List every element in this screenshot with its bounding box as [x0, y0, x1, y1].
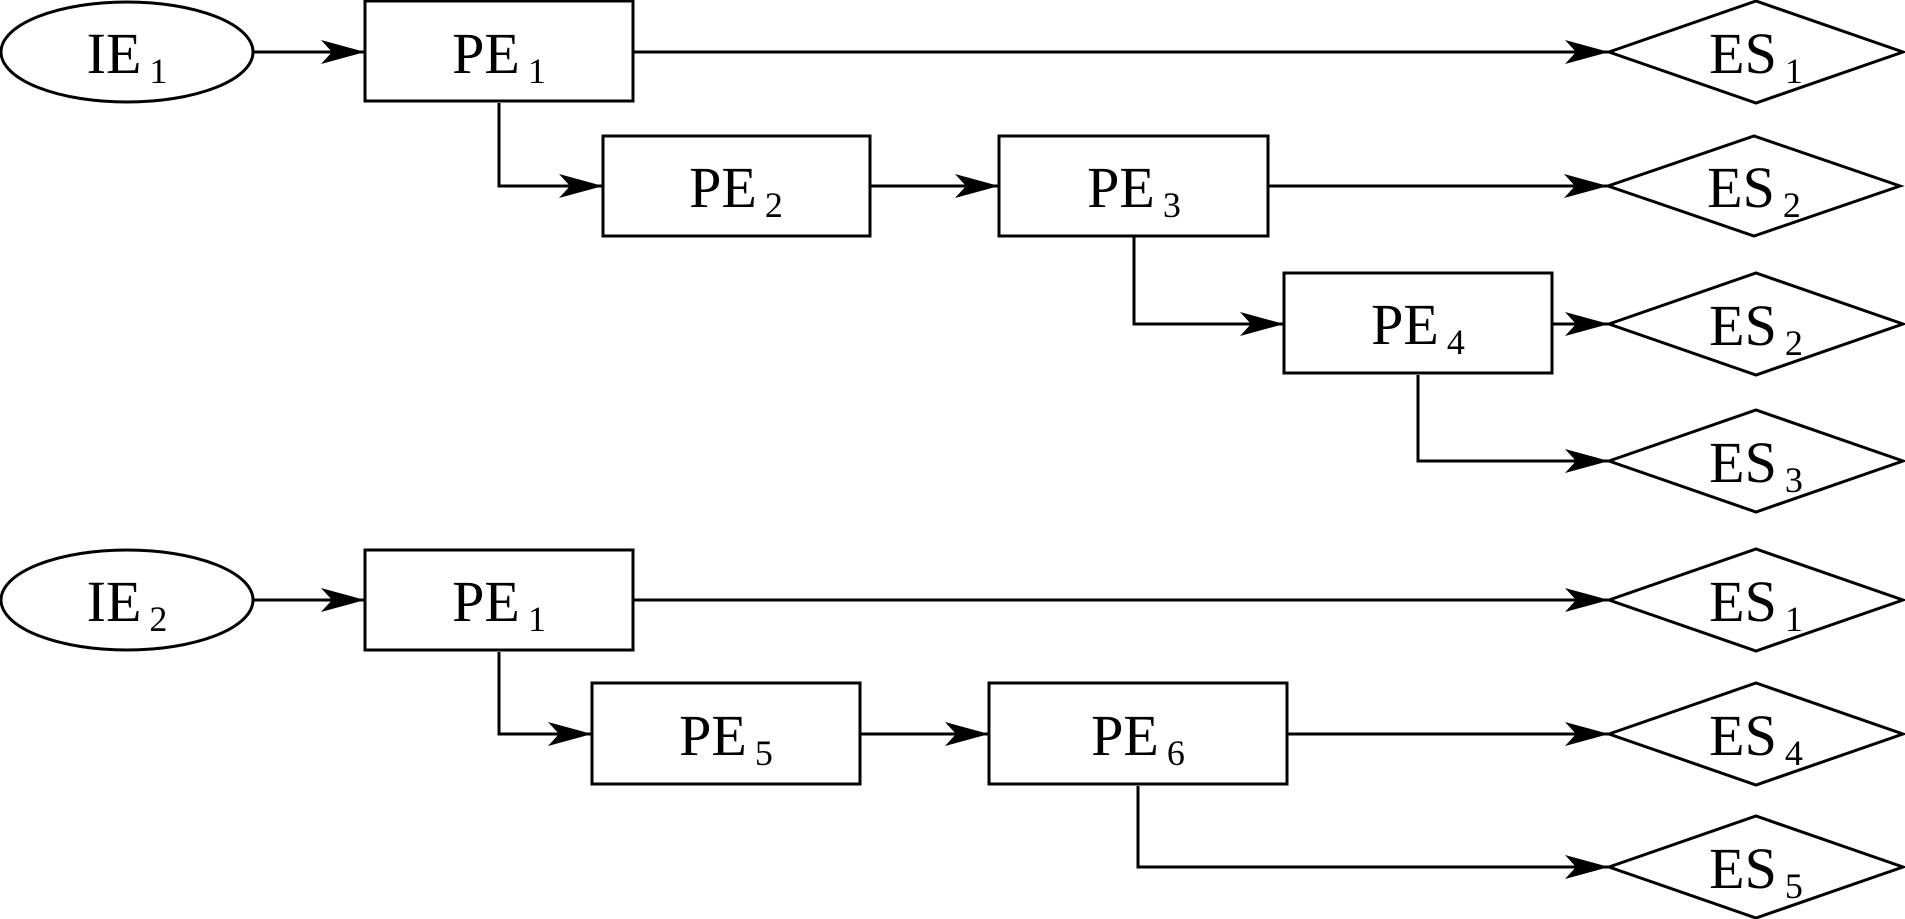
diamond-shape	[1603, 134, 1905, 238]
edge-pe3-pe4	[1132, 237, 1284, 336]
label-base: ES	[1707, 155, 1775, 220]
label-subscript: 3	[1785, 460, 1803, 500]
rectangle-shape	[987, 681, 1289, 786]
label-base: PE	[452, 21, 520, 86]
rectangle-shape	[601, 134, 872, 238]
edge-pe1-pe5	[497, 652, 592, 746]
label-base: PE	[452, 569, 520, 634]
rectangle-shape	[363, 548, 635, 652]
edge-pe4-es3	[1416, 375, 1609, 473]
rectangle-shape	[363, 0, 635, 103]
label-base: PE	[689, 155, 757, 220]
label-base: ES	[1709, 430, 1777, 495]
label-base: PE	[1087, 155, 1155, 220]
label-subscript: 2	[1785, 323, 1803, 363]
diamond-shape	[1604, 0, 1905, 105]
edge-pe6-es5	[1136, 786, 1609, 879]
diamond-shape	[1604, 271, 1905, 377]
label-subscript: 2	[1783, 185, 1801, 225]
label-subscript: 1	[528, 599, 546, 639]
diamond-shape	[1604, 814, 1905, 919]
rectangle-shape	[590, 681, 862, 786]
label-base: IE	[87, 569, 142, 634]
label-base: ES	[1709, 293, 1777, 358]
label-subscript: 5	[755, 733, 773, 773]
rectangle-shape	[997, 134, 1270, 238]
ellipse-shape	[0, 548, 255, 652]
label-base: PE	[1371, 292, 1439, 357]
diamond-shape	[1604, 681, 1905, 787]
label-subscript: 6	[1167, 733, 1185, 773]
ellipse-shape	[0, 0, 255, 104]
label-subscript: 4	[1447, 322, 1465, 362]
label-subscript: 2	[765, 185, 783, 225]
label-base: ES	[1709, 569, 1777, 634]
label-base: ES	[1709, 703, 1777, 768]
label-subscript: 1	[1785, 51, 1803, 91]
label-subscript: 5	[1785, 866, 1803, 906]
label-base: ES	[1709, 21, 1777, 86]
label-base: PE	[1091, 703, 1159, 768]
label-base: PE	[679, 703, 747, 768]
diamond-shape	[1604, 547, 1905, 653]
edge-pe1-pe2	[497, 103, 603, 198]
label-subscript: 2	[149, 599, 167, 639]
label-subscript: 1	[528, 51, 546, 91]
rectangle-shape	[1282, 271, 1554, 375]
label-base: ES	[1709, 836, 1777, 901]
label-base: IE	[87, 21, 142, 86]
diamond-shape	[1604, 408, 1905, 514]
label-subscript: 1	[1785, 599, 1803, 639]
label-subscript: 3	[1163, 185, 1181, 225]
label-subscript: 1	[149, 51, 167, 91]
label-subscript: 4	[1785, 733, 1803, 773]
connectors	[253, 40, 1609, 879]
